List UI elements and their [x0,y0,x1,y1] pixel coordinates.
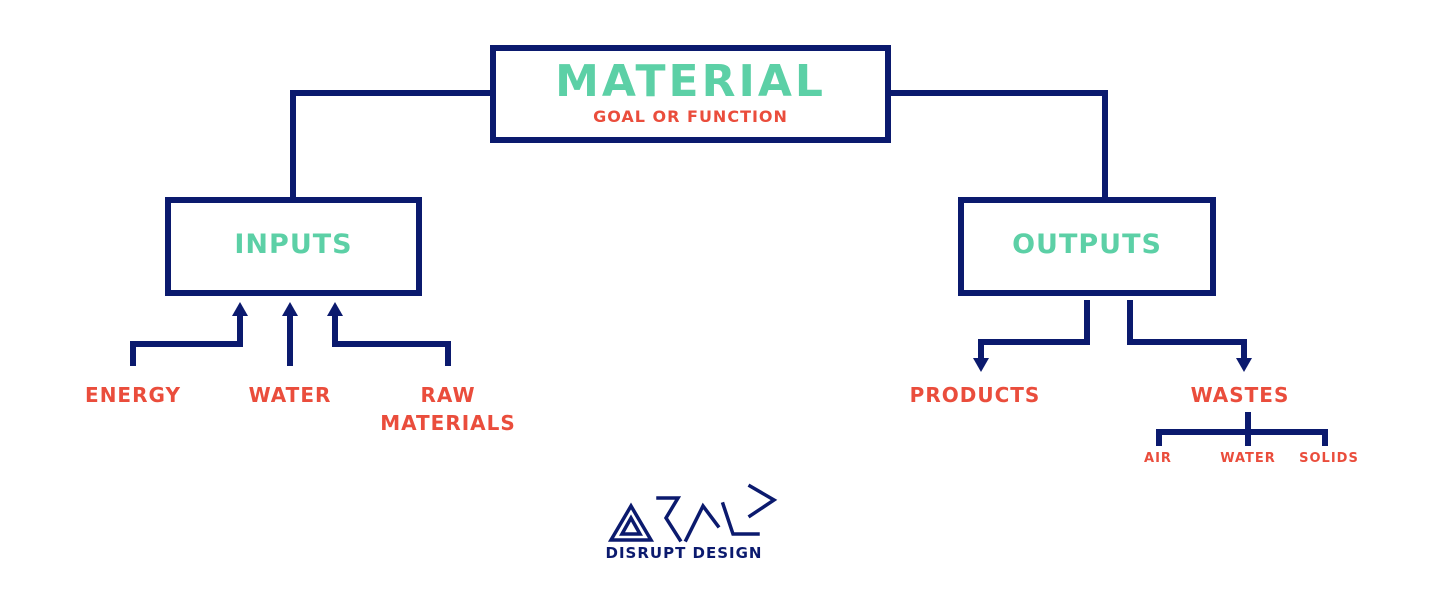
output-label-wastes: WASTES [1190,383,1290,407]
energy-arrow-line [130,313,243,366]
inputs-title: INPUTS [234,229,353,260]
water-arrowhead [282,302,298,316]
input-label-energy: ENERGY [85,383,181,407]
disrupt-design-logo-icon [608,483,778,543]
waste-label-solids: SOLIDS [1299,451,1359,466]
outputs-box [958,197,1216,296]
material-subtitle: GOAL OR FUNCTION [593,107,788,126]
connector-material-to-outputs [888,90,1108,200]
input-label-materials: MATERIALS [380,411,516,435]
products-arrowhead [973,358,989,372]
raw-materials-arrow-line [332,313,451,366]
outputs-title: OUTPUTS [1012,229,1162,260]
raw-materials-arrowhead [327,302,343,316]
connector-material-to-inputs [290,90,493,200]
energy-arrowhead [232,302,248,316]
products-arrow-line [978,300,1090,360]
material-box [490,45,891,143]
material-title: MATERIAL [555,56,826,107]
waste-label-water: WATER [1220,451,1276,466]
waste-label-air: AIR [1144,451,1172,466]
output-label-products: PRODUCTS [909,383,1041,407]
wastes-arrow-line [1127,300,1247,360]
wastes-branch-bracket [1156,429,1328,446]
input-label-water: WATER [248,383,332,407]
wastes-arrowhead [1236,358,1252,372]
input-label-raw: RAW [420,383,476,407]
logo-text: DISRUPT DESIGN [605,544,763,562]
inputs-box [165,197,422,296]
